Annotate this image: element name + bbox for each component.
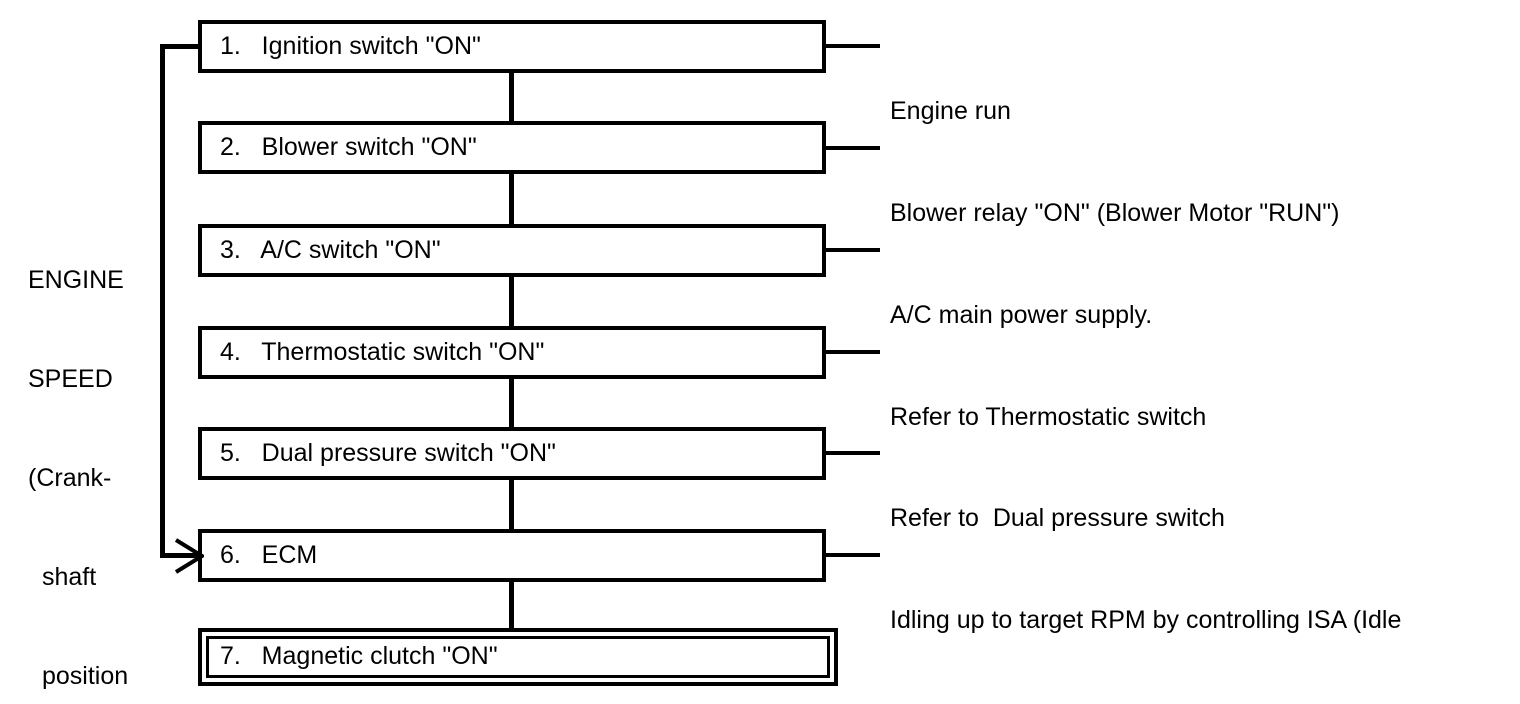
flow-box-step-2[interactable]: 2. Blower switch "ON" [198, 121, 826, 174]
note-step-6-line-1: Idling up to target RPM by controlling I… [890, 606, 1402, 634]
arrow-right-icon [174, 538, 204, 574]
flow-box-step-4[interactable]: 4. Thermostatic switch "ON" [198, 326, 826, 379]
flow-box-step-6-label: 6. ECM [220, 540, 318, 569]
leader-line-step-6 [826, 553, 880, 557]
leader-line-step-3 [826, 248, 880, 252]
flow-box-step-7-inner-border [206, 636, 830, 678]
leader-line-step-5 [826, 451, 880, 455]
connector-5-6 [509, 478, 514, 531]
note-step-4-line-1: Refer to Thermostatic switch [890, 403, 1207, 431]
connector-6-7 [509, 579, 514, 630]
flow-box-step-3-label: 3. A/C switch "ON" [220, 235, 441, 264]
flow-box-step-7-label: 7. Magnetic clutch "ON" [220, 641, 498, 670]
leader-line-step-2 [826, 146, 880, 150]
note-step-6: Idling up to target RPM by controlling I… [890, 538, 1401, 704]
note-step-3-line-1: A/C main power supply. [890, 301, 1153, 329]
engine-speed-line-1: ENGINE [28, 266, 124, 294]
engine-speed-feed-vertical-segment [160, 44, 165, 558]
engine-speed-line-5: position [42, 662, 129, 690]
engine-speed-line-3: (Crank- [28, 464, 112, 492]
flow-box-step-6[interactable]: 6. ECM [198, 529, 826, 582]
connector-2-3 [509, 173, 514, 226]
flow-box-step-2-label: 2. Blower switch "ON" [220, 132, 477, 161]
flow-box-step-5[interactable]: 5. Dual pressure switch "ON" [198, 427, 826, 480]
flow-box-step-4-label: 4. Thermostatic switch "ON" [220, 337, 545, 366]
engine-speed-feed-top-segment [160, 44, 202, 49]
flow-box-step-1-label: 1. Ignition switch "ON" [220, 31, 481, 60]
leader-line-step-4 [826, 350, 880, 354]
engine-speed-line-4: shaft [42, 563, 97, 591]
note-step-1-line-1: Engine run [890, 97, 1011, 125]
leader-line-step-1 [826, 44, 880, 48]
flow-box-step-3[interactable]: 3. A/C switch "ON" [198, 224, 826, 277]
note-step-5: Refer to Dual pressure switch [890, 436, 1225, 601]
flow-box-step-1[interactable]: 1. Ignition switch "ON" [198, 20, 826, 73]
connector-3-4 [509, 275, 514, 328]
note-step-1: Engine run [890, 29, 1011, 194]
engine-speed-feed-bottom-segment [160, 553, 202, 558]
note-step-3: A/C main power supply. [890, 233, 1152, 398]
engine-speed-label: ENGINE SPEED (Crank- shaft position sign… [28, 198, 158, 704]
note-step-4: Refer to Thermostatic switch [890, 335, 1206, 500]
note-step-2: Blower relay "ON" (Blower Motor "RUN") [890, 131, 1339, 296]
note-step-2-line-1: Blower relay "ON" (Blower Motor "RUN") [890, 199, 1340, 227]
note-step-5-line-1: Refer to Dual pressure switch [890, 504, 1225, 532]
connector-1-2 [509, 71, 514, 123]
flow-box-step-7[interactable]: 7. Magnetic clutch "ON" [198, 628, 838, 686]
engine-speed-line-2: SPEED [28, 365, 113, 393]
flow-box-step-5-label: 5. Dual pressure switch "ON" [220, 438, 556, 467]
connector-4-5 [509, 376, 514, 429]
